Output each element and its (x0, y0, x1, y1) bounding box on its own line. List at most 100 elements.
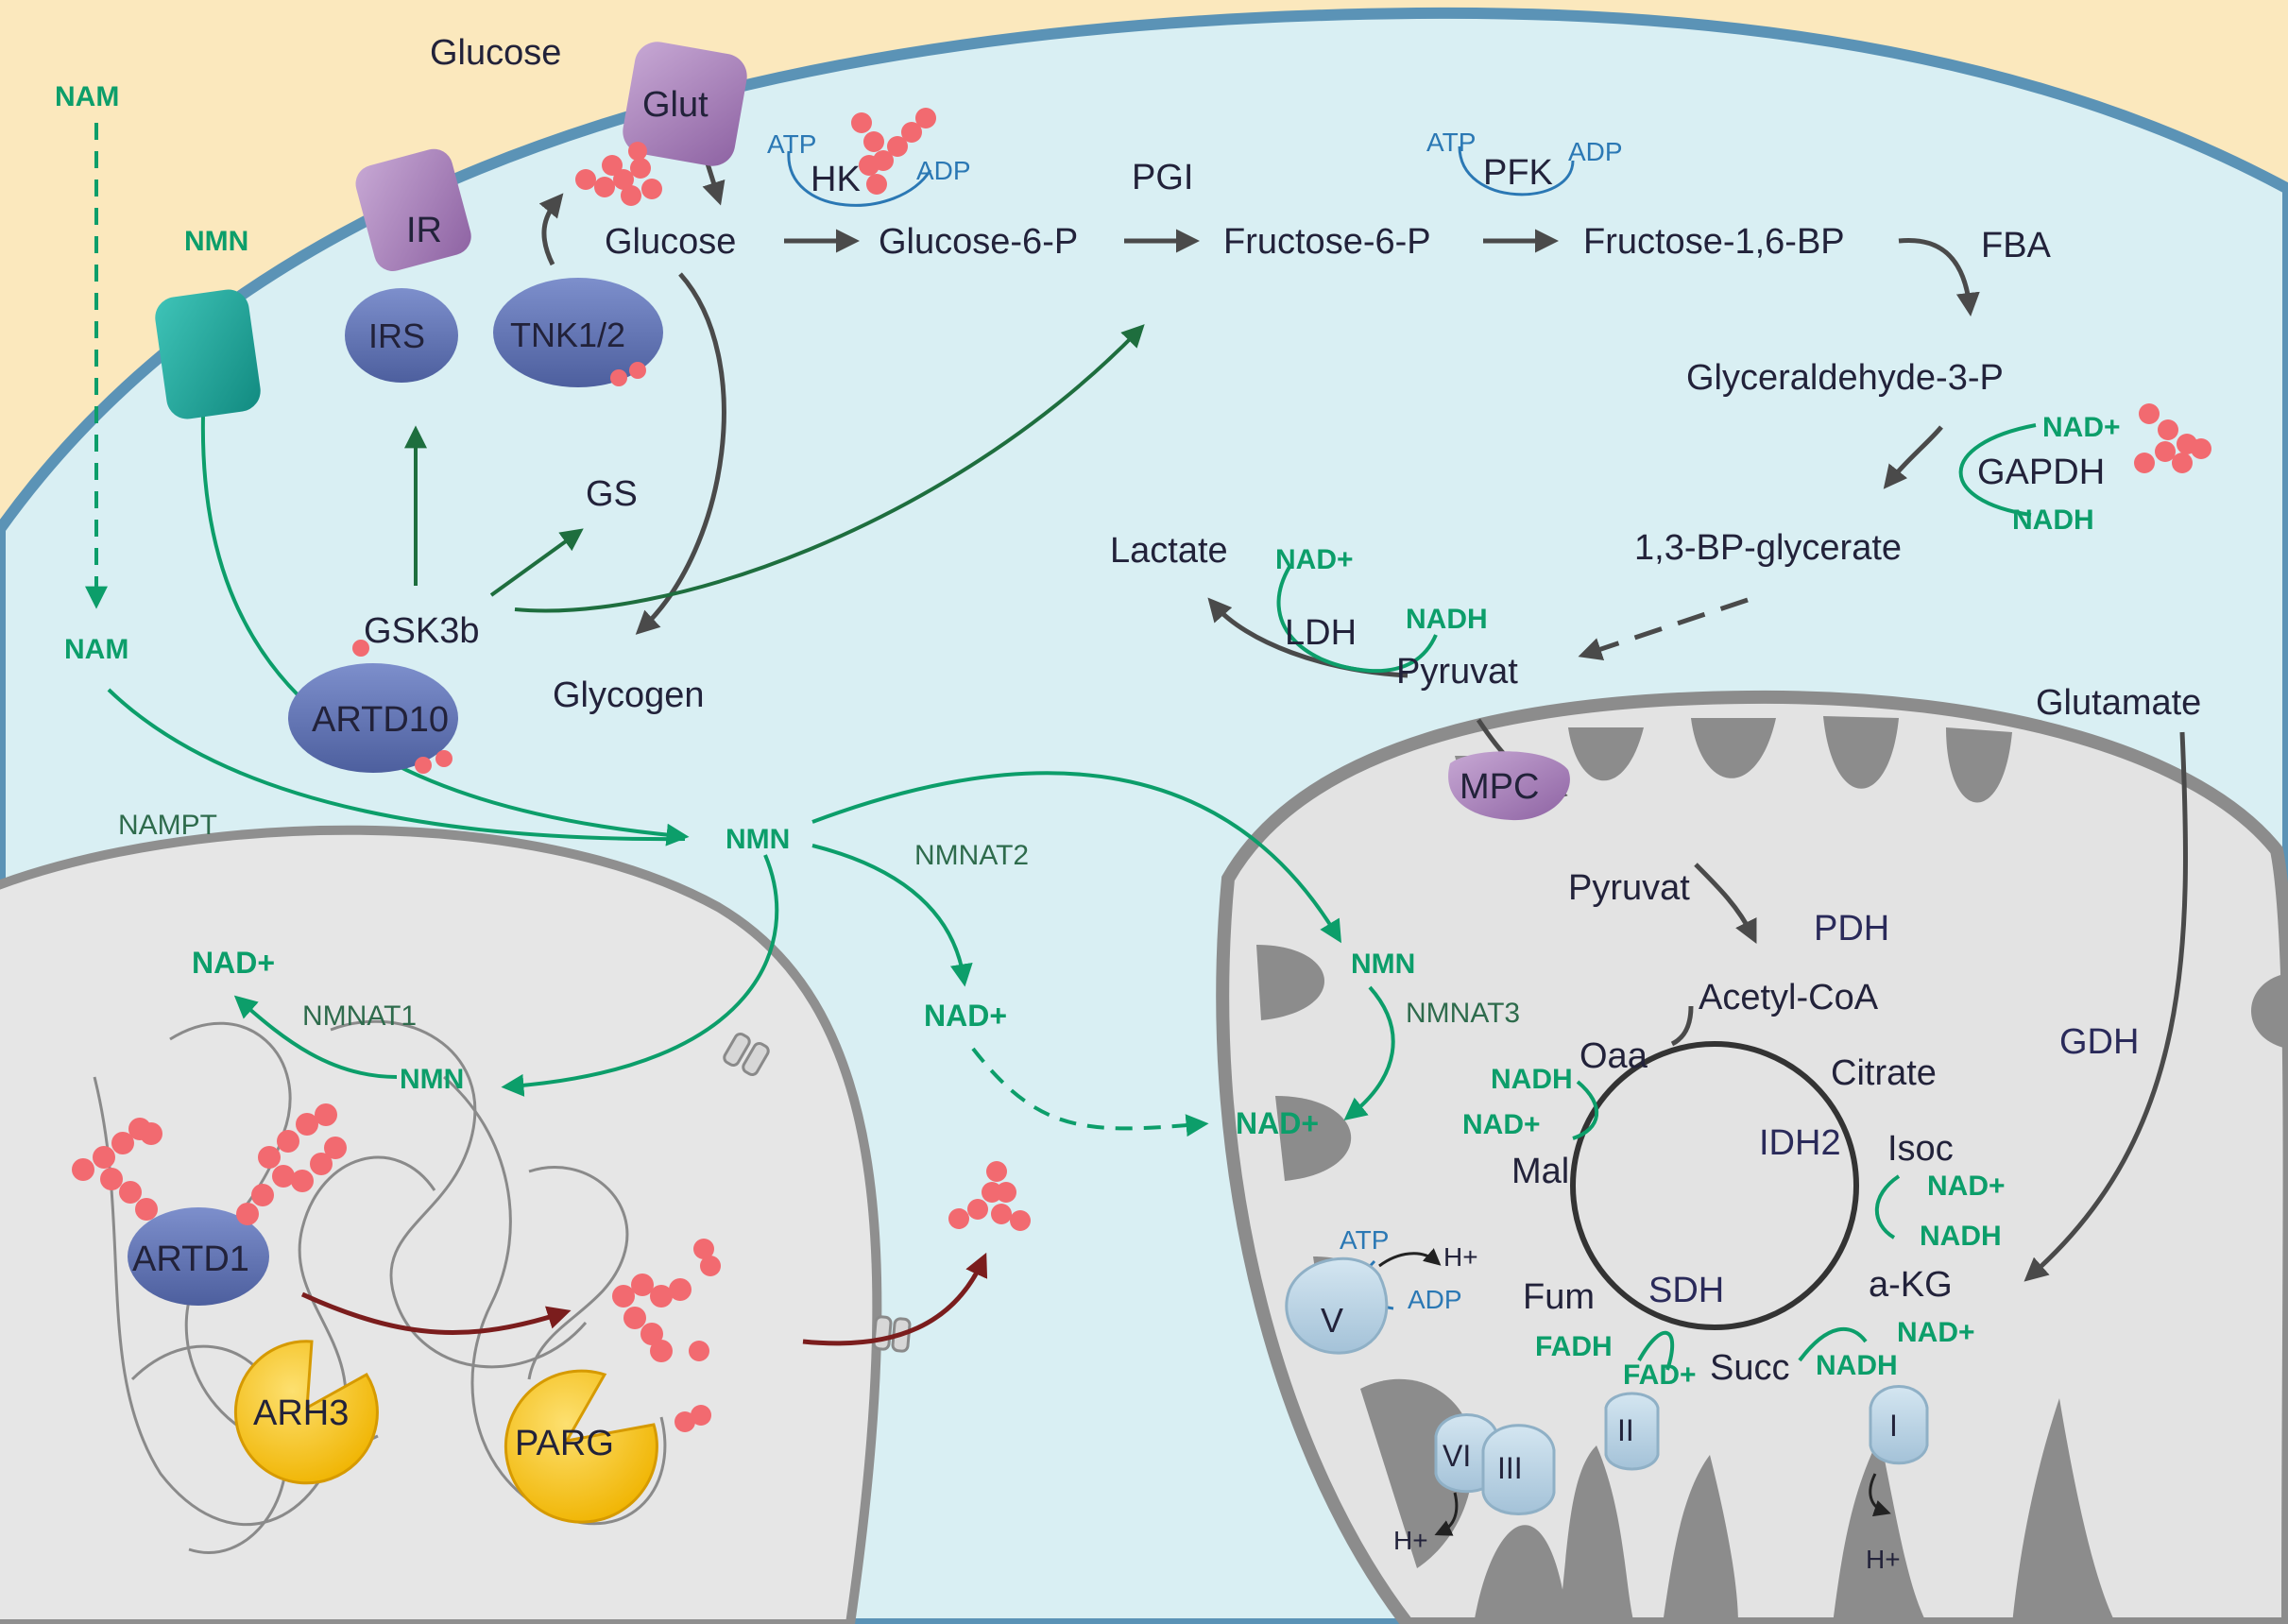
a-kg-nad-label: NAD+ (1897, 1317, 1975, 1348)
idh2-label: IDH2 (1759, 1123, 1841, 1163)
par-chain-tnk (610, 362, 646, 386)
gs-label: GS (586, 474, 638, 514)
mito-nmn-label: NMN (1351, 949, 1415, 980)
nad-cytoplasm-label: NAD+ (924, 999, 1007, 1033)
citrate-label: Citrate (1831, 1053, 1937, 1093)
parg-label: PARG (515, 1424, 614, 1463)
nmnat2-label: NMNAT2 (914, 840, 1029, 871)
fum-label: Fum (1523, 1277, 1595, 1317)
isoc-nad-label: NAD+ (1927, 1171, 2006, 1202)
artd1-label: ARTD1 (132, 1239, 249, 1279)
glut-label: Glut (642, 85, 709, 125)
glucose-label: Glucose (605, 222, 736, 262)
par-chain-glut (575, 142, 662, 206)
artd10-label: ARTD10 (312, 700, 449, 740)
hk-adp-label: ADP (916, 156, 971, 185)
pfk-label: PFK (1483, 153, 1553, 193)
fructose-6-p-label: Fructose-6-P (1223, 222, 1431, 262)
fadh-label: FADH (1535, 1331, 1613, 1362)
oaa-label: Oaa (1579, 1036, 1648, 1076)
par-chain-gapdh (2134, 403, 2211, 473)
isoc-nadh-label: NADH (1920, 1221, 2002, 1252)
nmn-nucleus-label: NMN (400, 1064, 464, 1095)
nam-inside-label: NAM (64, 634, 128, 665)
complex-vi-proton-label: H+ (1393, 1526, 1428, 1555)
glycogen-label: Glycogen (553, 675, 705, 715)
tca-cofactor-arcs (1572, 1080, 1901, 1371)
mito-pyruvat-label: Pyruvat (1568, 868, 1690, 908)
par-release-arrow-1 (300, 1291, 572, 1335)
gapdh-nadh-label: NADH (2012, 504, 2094, 536)
par-chain-artd1-left (72, 1118, 162, 1221)
gapdh-label: GAPDH (1977, 453, 2105, 492)
complex-v-adp-label: ADP (1408, 1285, 1462, 1314)
ldh-nad-label: NAD+ (1275, 544, 1354, 575)
irs-protein (345, 288, 458, 383)
complex-i-proton-arrow (1869, 1473, 1891, 1517)
lactate-label: Lactate (1110, 531, 1228, 571)
bp-glycerate-label: 1,3-BP-glycerate (1634, 528, 1902, 568)
pfk-cofactor-arc (1458, 145, 1575, 197)
tca-cycle-ring (1570, 1041, 1859, 1330)
complex-iii (1481, 1424, 1556, 1515)
regulation-arrows (404, 324, 1145, 613)
glucose-outside-label: Glucose (430, 33, 561, 73)
sdh-label: SDH (1648, 1271, 1724, 1310)
hk-cofactor-arc (787, 150, 932, 207)
fad-label: FAD+ (1623, 1359, 1697, 1391)
nuclear-pore-1 (723, 1032, 770, 1077)
par-chain-artd10 (415, 750, 452, 774)
glutamate-label: Glutamate (2036, 683, 2201, 723)
complex-vi-label: VI (1443, 1439, 1471, 1473)
arh3-enzyme (233, 1340, 379, 1485)
nad-nucleus-label: NAD+ (192, 946, 275, 980)
glut-transporter (623, 42, 747, 166)
glucose-6-p-label: Glucose-6-P (879, 222, 1078, 262)
complex-v-proton-label: H+ (1443, 1242, 1478, 1272)
par-release-arrow-2 (802, 1252, 988, 1346)
complex-i-proton-label: H+ (1866, 1545, 1901, 1574)
fructose-1-6-bp-label: Fructose-1,6-BP (1583, 222, 1845, 262)
a-kg-label: a-KG (1869, 1265, 1953, 1305)
ldh-cofactor-arc (1276, 565, 1438, 674)
gapdh-cofactor-arc (1958, 423, 2037, 517)
mal-label: Mal (1511, 1152, 1569, 1191)
gsk3b-label: GSK3b (364, 611, 480, 651)
pfk-atp-label: ATP (1426, 128, 1476, 157)
mal-nad-label: NAD+ (1462, 1109, 1541, 1140)
nmnat3-label: NMNAT3 (1406, 998, 1520, 1029)
tnk-protein (493, 278, 663, 387)
nmn-transporter (155, 289, 261, 419)
complex-iii-label: III (1497, 1451, 1523, 1485)
pyruvat-label: Pyruvat (1396, 652, 1518, 692)
pgi-label: PGI (1132, 158, 1193, 197)
pdh-label: PDH (1814, 909, 1889, 949)
ir-receptor (355, 148, 471, 271)
parg-enzyme (504, 1369, 658, 1524)
nmn-center-label: NMN (726, 824, 790, 855)
a-kg-nadh-label: NADH (1816, 1350, 1898, 1381)
complex-vi-proton-arrow (1434, 1492, 1459, 1536)
mito-nad-label: NAD+ (1236, 1106, 1319, 1140)
par-chain-free-nucleus (612, 1239, 721, 1432)
complex-i-label: I (1889, 1409, 1898, 1443)
ir-label: IR (406, 211, 442, 250)
tnk-label: TNK1/2 (510, 316, 625, 354)
complex-v-atp-label: ATP (1340, 1225, 1389, 1255)
mpc-transporter (1448, 751, 1570, 821)
pfk-adp-label: ADP (1568, 137, 1623, 166)
par-chain-artd1-right (236, 1103, 347, 1225)
mpc-label: MPC (1460, 767, 1539, 807)
succ-label: Succ (1710, 1348, 1789, 1388)
artd10-protein (288, 663, 458, 773)
isoc-label: Isoc (1887, 1129, 1954, 1169)
nad-salvage-arrows (85, 123, 1395, 1137)
par-chain-hk (851, 108, 936, 195)
complex-v-proton-arrow (1378, 1248, 1442, 1268)
ldh-label: LDH (1285, 613, 1357, 653)
complex-ii-label: II (1617, 1413, 1634, 1447)
mal-nadh-label: NADH (1491, 1064, 1573, 1095)
gapdh-nad-label: NAD+ (2042, 412, 2121, 443)
glycolysis-arrows (538, 160, 2189, 1282)
hk-atp-label: ATP (767, 129, 816, 159)
